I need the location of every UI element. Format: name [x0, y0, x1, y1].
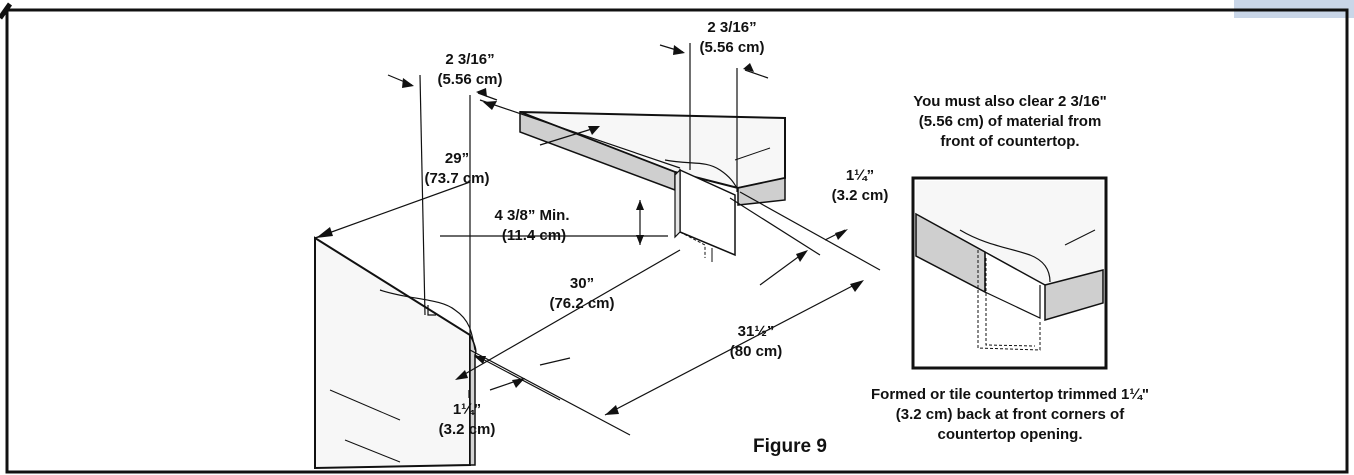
right-width-metric: (5.56 cm) [699, 39, 764, 56]
diagram-frame [5, 8, 1349, 474]
width-31-5-label: 31½” [738, 323, 775, 340]
trim-left-label: 1¼” [453, 401, 481, 418]
notes: You must also clear 2 3/16" (5.56 cm) of… [871, 93, 1149, 443]
left-width-metric: (5.56 cm) [437, 71, 502, 88]
width-30-metric: (76.2 cm) [549, 295, 614, 312]
figure-caption: Figure 9 [753, 436, 827, 457]
width-31-5-metric: (80 cm) [730, 343, 783, 360]
inset-detail [911, 176, 1108, 370]
top-note-line-1: You must also clear 2 3/16" [913, 93, 1107, 110]
height-min-label: 4 3/8” Min. [494, 207, 569, 224]
trim-left-metric: (3.2 cm) [439, 421, 496, 438]
bottom-note-line-2: (3.2 cm) back at front corners of [896, 406, 1125, 423]
depth-29-metric: (73.7 cm) [424, 170, 489, 187]
top-note-line-3: front of countertop. [940, 133, 1079, 150]
bottom-note-line-1: Formed or tile countertop trimmed 1¼" [871, 386, 1149, 403]
trim-right-metric: (3.2 cm) [832, 187, 889, 204]
cutout-notch [674, 168, 736, 262]
right-width-label: 2 3/16” [707, 19, 756, 36]
depth-29-label: 29” [445, 150, 469, 167]
trim-right-label: 1¼” [846, 167, 874, 184]
arrow-heads [316, 45, 864, 415]
top-note-line-2: (5.56 cm) of material from [919, 113, 1102, 130]
width-30-label: 30” [570, 275, 594, 292]
left-width-label: 2 3/16” [445, 51, 494, 68]
frame-corner-mark [0, 2, 13, 20]
dimension-labels: 2 3/16” (5.56 cm) 2 3/16” (5.56 cm) 29” … [424, 19, 888, 438]
left-countertop [314, 236, 477, 470]
bottom-note-line-3: countertop opening. [938, 426, 1083, 443]
dimension-lines [314, 43, 881, 436]
height-min-metric: (11.4 cm) [502, 227, 566, 244]
